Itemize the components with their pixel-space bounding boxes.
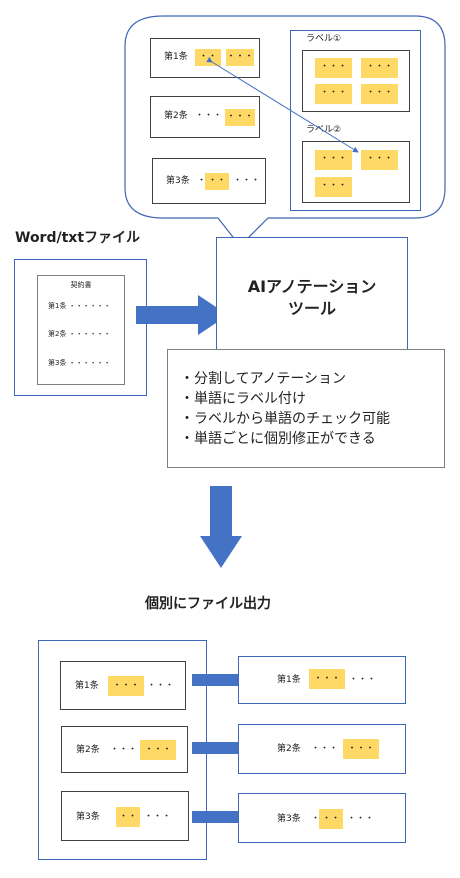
arrow-right-icon	[192, 667, 262, 693]
clause-dots: ・・・	[311, 744, 339, 754]
label-chip: ・・・	[361, 150, 398, 170]
arrow-right-icon	[136, 295, 228, 335]
output-title: 個別にファイル出力	[145, 596, 271, 612]
document-icon: 契約書 第1条 ・・・・・・ 第2条 ・・・・・・ 第3条 ・・・・・・	[37, 275, 125, 385]
clause-label: 第1条	[164, 52, 188, 62]
annotation-tool-box: AIアノテーション ツール	[216, 237, 408, 363]
clause-dots: ・・・	[347, 814, 375, 824]
tool-title: AIアノテーション ツール	[247, 277, 377, 318]
clause-label: 第3条	[76, 812, 100, 822]
highlighted-word: ・・・	[108, 676, 144, 696]
document-line: 第2条 ・・・・・・	[48, 330, 111, 338]
clause-dots: ・・・	[233, 176, 261, 186]
feature-item: ・単語ごとに個別修正ができる	[180, 431, 376, 447]
highlighted-word: ・・・	[140, 740, 176, 760]
features-box: ・分割してアノテーション ・単語にラベル付け ・ラベルから単語のチェック可能 ・…	[167, 349, 445, 468]
clause-dots: ・	[311, 814, 321, 824]
highlighted-word: ・・・	[309, 669, 345, 689]
clause-label: 第1条	[75, 681, 99, 691]
feature-item: ・分割してアノテーション	[180, 371, 347, 387]
clause-label: 第2条	[76, 745, 100, 755]
input-title: Word/txtファイル	[15, 230, 141, 246]
clause-dots: ・・・	[349, 675, 377, 685]
features-list: ・分割してアノテーション ・単語にラベル付け ・ラベルから単語のチェック可能 ・…	[180, 369, 390, 449]
clause-label: 第3条	[166, 176, 190, 186]
label-chip: ・・・	[315, 177, 352, 197]
highlighted-word: ・・・	[343, 739, 379, 759]
clause-label: 第2条	[277, 744, 301, 754]
clause-dots: ・	[197, 176, 207, 186]
link-line	[206, 56, 359, 153]
output-clause-3: 第3条 ・・ ・・・	[61, 791, 189, 841]
clause-label: 第1条	[277, 675, 301, 685]
arrow-down-icon	[200, 486, 242, 568]
arrow-right-icon	[192, 735, 262, 761]
output-clause-2: 第2条 ・・・ ・・・	[61, 726, 188, 773]
highlighted-word: ・・	[319, 809, 343, 829]
label-chip: ・・・	[361, 58, 398, 78]
document-title: 契約書	[70, 281, 92, 289]
clause-label: 第3条	[277, 814, 301, 824]
highlighted-word: ・・	[116, 807, 140, 827]
result-file-1: 第1条 ・・・ ・・・	[238, 656, 406, 704]
label-1-title: ラベル①	[306, 34, 342, 44]
result-file-3: 第3条 ・ ・・ ・・・	[238, 793, 406, 843]
label-chip: ・・・	[361, 84, 398, 104]
clause-dots: ・・・	[144, 812, 172, 822]
feature-item: ・単語にラベル付け	[180, 391, 306, 407]
callout-clause-3: 第3条 ・ ・・ ・・・	[152, 158, 266, 204]
label-chip: ・・・	[315, 150, 352, 170]
output-clause-1: 第1条 ・・・ ・・・	[60, 661, 186, 710]
arrow-right-icon	[192, 804, 262, 830]
clause-dots: ・・・	[110, 745, 138, 755]
clause-label: 第2条	[164, 111, 188, 121]
output-arrows	[192, 667, 262, 830]
clause-dots: ・・・	[147, 681, 175, 691]
document-line: 第1条 ・・・・・・	[48, 302, 111, 310]
feature-item: ・ラベルから単語のチェック可能	[180, 411, 390, 427]
highlighted-word: ・・	[205, 173, 229, 190]
result-file-2: 第2条 ・・・ ・・・	[238, 724, 406, 774]
input-file-box: 契約書 第1条 ・・・・・・ 第2条 ・・・・・・ 第3条 ・・・・・・	[14, 259, 147, 396]
document-line: 第3条 ・・・・・・	[48, 359, 111, 367]
